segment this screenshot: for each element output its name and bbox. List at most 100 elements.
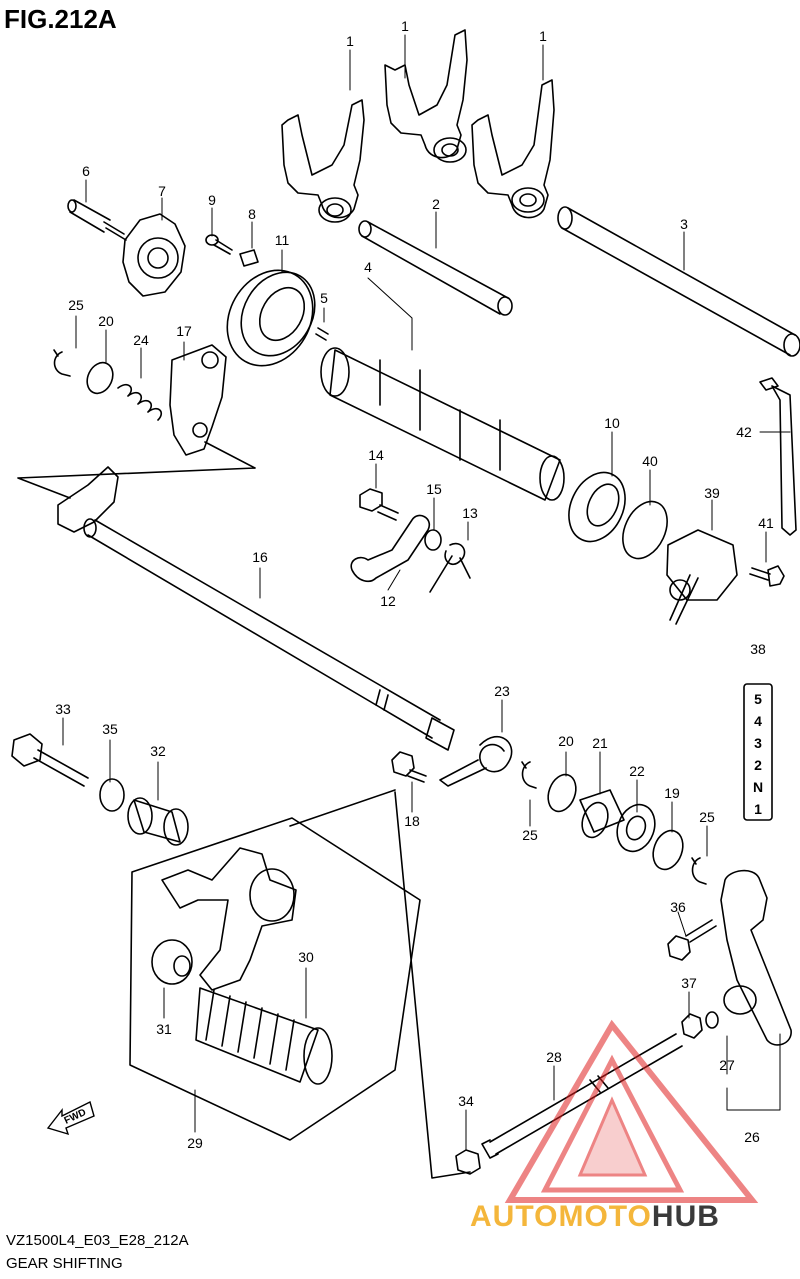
bearing-10 (568, 471, 626, 543)
part-number: 13 (462, 505, 478, 521)
gear-label-3: 3 (754, 735, 762, 751)
oil-seal-22 (616, 803, 656, 853)
part-number: 11 (275, 232, 290, 248)
part-number: 1 (401, 18, 409, 34)
part-number: 33 (55, 701, 71, 717)
gear-indicator-38: 5 4 3 2 N 1 (743, 683, 773, 821)
part-number: 20 (558, 733, 574, 749)
part-number: 27 (719, 1057, 735, 1073)
bolt-14 (359, 488, 399, 521)
part-number: 40 (642, 453, 658, 469)
part-number: 28 (546, 1049, 562, 1065)
leader-lines-left (17, 441, 256, 499)
part-number: 20 (98, 313, 114, 329)
part-number: 24 (133, 332, 149, 348)
clamp-42 (759, 377, 797, 536)
part-number: 25 (522, 827, 538, 843)
shift-pedal-lever (161, 847, 297, 991)
bearing-11 (226, 269, 316, 367)
watermark-brand-part1: AUTOMOTO (470, 1200, 652, 1233)
screw-9 (205, 234, 233, 255)
part-number: 16 (252, 549, 268, 565)
washer-20b (547, 773, 577, 813)
gear-shift-cam-4 (320, 347, 565, 501)
part-number: 23 (494, 683, 510, 699)
part-number: 29 (187, 1135, 203, 1151)
part-number: 14 (368, 447, 384, 463)
part-number: 37 (681, 975, 697, 991)
part-number: 26 (744, 1129, 760, 1145)
figure-title: FIG.212A (4, 4, 117, 34)
part-number: 8 (248, 206, 256, 222)
cam-stopper-plate-17 (169, 344, 227, 456)
part-number: 17 (176, 323, 192, 339)
part-number: 35 (102, 721, 118, 737)
part-number: 39 (704, 485, 720, 501)
return-spring-13 (429, 542, 471, 593)
washer-35 (99, 778, 125, 812)
part-number: 2 (432, 196, 440, 212)
fork-shaft-short (358, 220, 513, 316)
bushing-31 (151, 939, 193, 985)
figure-code: VZ1500L4_E03_E28_212A (6, 1232, 189, 1249)
circlip-25b (521, 761, 537, 789)
part-number: 19 (664, 785, 680, 801)
part-number: 9 (208, 192, 216, 208)
pin-5 (315, 327, 329, 341)
pin-6 (67, 199, 127, 241)
part-number: 1 (539, 28, 547, 44)
watermark-brand-part2: HUB (651, 1200, 720, 1233)
circlip-25c (691, 857, 707, 885)
watermark-logo-icon (504, 1019, 759, 1203)
gear-label-4: 4 (754, 713, 762, 729)
gear-label-2: 2 (754, 757, 762, 773)
part-number: 18 (404, 813, 420, 829)
part-number: 22 (629, 763, 645, 779)
part-number: 12 (380, 593, 396, 609)
part-number: 25 (68, 297, 84, 313)
nut-34 (455, 1149, 481, 1175)
shift-lever-arm-27 (705, 869, 792, 1046)
watermark-brand: AUTOMOTOHUB (470, 1200, 720, 1234)
washer-8 (239, 249, 259, 267)
part-number: 25 (699, 809, 715, 825)
cam-plate-7 (122, 213, 186, 297)
leader-lines (62, 34, 791, 1151)
gear-label-n: N (753, 779, 763, 795)
circlip-25a (53, 349, 71, 377)
washer-19 (652, 829, 684, 871)
part-number: 1 (346, 33, 354, 49)
shift-fork-middle (384, 29, 468, 163)
pedal-rubber-30 (195, 987, 333, 1085)
figure-caption: GEAR SHIFTING (6, 1255, 123, 1272)
part-number-labels: 1 1 1 2 3 4 5 6 7 8 9 10 11 12 13 14 15 … (55, 18, 774, 1151)
bolt-41 (749, 565, 785, 587)
part-number: 34 (458, 1093, 474, 1109)
gear-position-switch-39 (666, 529, 738, 625)
leader-line-shaft (394, 791, 471, 1179)
fork-shaft-long (557, 206, 800, 357)
bolt-36 (667, 919, 717, 961)
gear-shift-shaft-16 (57, 466, 455, 751)
bolt-18 (391, 751, 427, 783)
part-number: 21 (592, 735, 608, 751)
washer-15 (424, 529, 442, 551)
part-number: 38 (750, 641, 766, 657)
o-ring-40 (622, 500, 668, 560)
part-number: 42 (736, 424, 752, 440)
spring-23 (439, 735, 513, 787)
nut-37 (681, 1013, 703, 1039)
fwd-arrow-icon: FWD (46, 1100, 95, 1136)
shift-fork-right (471, 79, 555, 219)
part-number: 41 (758, 515, 774, 531)
spacer-32 (127, 797, 189, 846)
part-number: 36 (670, 899, 686, 915)
part-number: 3 (680, 216, 688, 232)
part-number: 6 (82, 163, 90, 179)
pedal-group-box-29 (129, 817, 421, 1141)
spring-24 (117, 383, 163, 421)
part-number: 10 (604, 415, 620, 431)
shift-arm-12 (350, 514, 431, 583)
washer-20a (86, 361, 114, 395)
